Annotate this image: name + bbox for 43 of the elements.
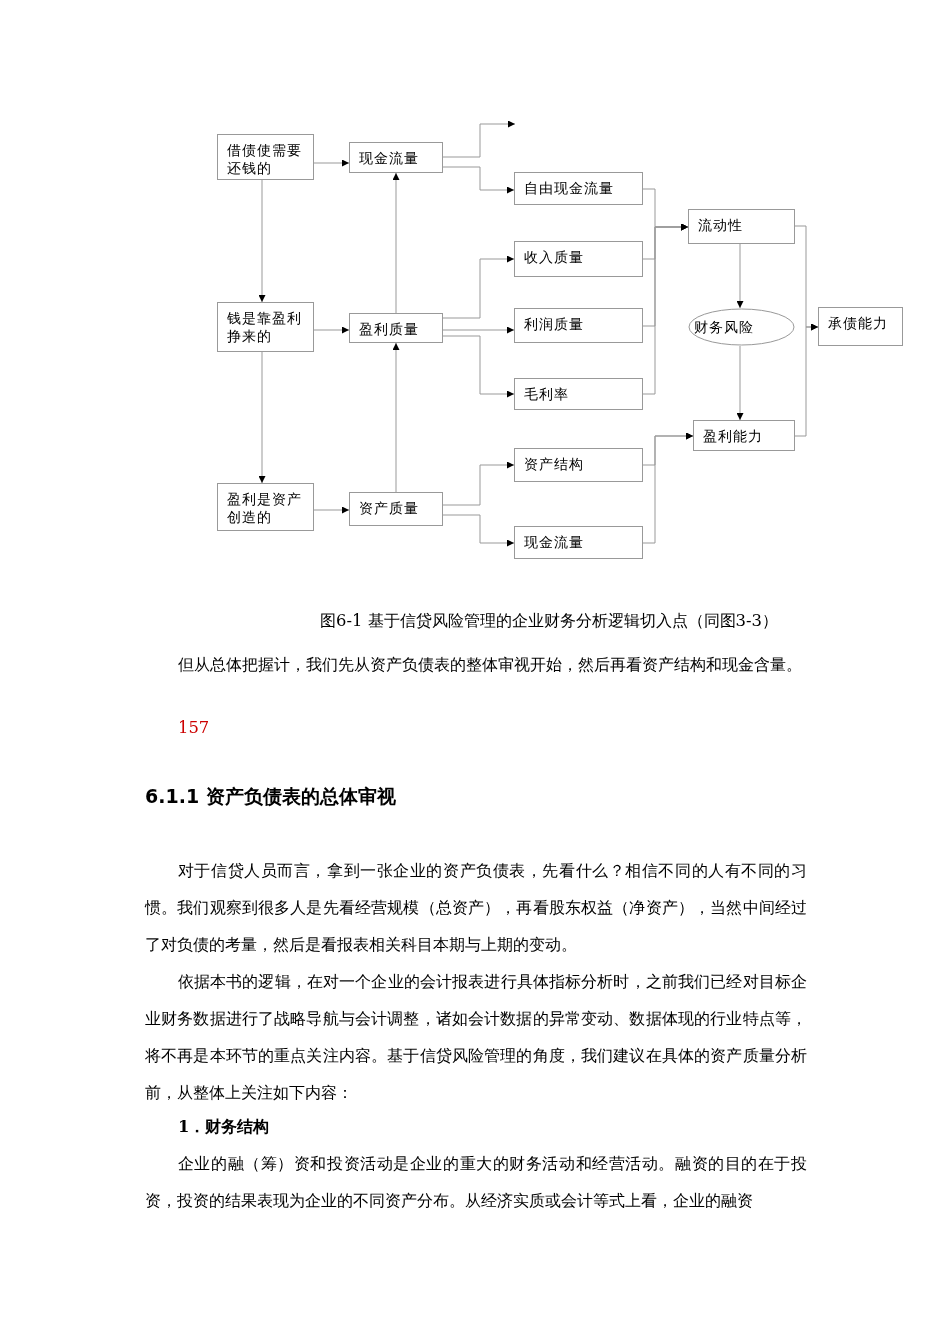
arrow <box>258 351 266 484</box>
text-box: 盈利是资产创造的 <box>217 483 314 531</box>
text-box: 借债使需要还钱的 <box>217 134 314 180</box>
text-box: 流动性 <box>688 209 795 244</box>
arrow <box>442 514 515 547</box>
arrow <box>642 432 694 544</box>
page-number: 157 <box>178 717 210 739</box>
arrow <box>258 179 266 303</box>
paragraph: 企业的融（筹）资和投资活动是企业的重大的财务活动和经营活动。融资的目的在于投资，投资的结果表现为企业的不同资产分布。从经济实质或会计等式上看，企业的融资 <box>145 1153 807 1212</box>
text-box: 盈利质量 <box>349 313 443 343</box>
arrow <box>313 326 350 334</box>
paragraph: 依据本书的逻辑，在对一个企业的会计报表进行具体指标分析时，之前我们已经对目标企业财务数据进行了战略导航与会计调整，诸如会计数据的异常变动、数据体现的行业特点等，将不再是本环节的重点关注内容。基于信贷风险管理的角度，我们建议在具体的资产质量分析前，从整体上关注如下内容： <box>145 971 807 1104</box>
arrow <box>442 120 516 158</box>
arrow <box>442 166 515 194</box>
arrow <box>313 506 350 514</box>
text-box: 利润质量 <box>514 308 643 343</box>
arrow <box>442 326 515 334</box>
text-box: 现金流量 <box>514 526 643 559</box>
paragraph: 但从总体把握计，我们先从资产负债表的整体审视开始，然后再看资产结构和现金含量。 <box>176 654 803 676</box>
arrow <box>392 172 400 314</box>
ellipse-node: 财务风险 <box>688 308 795 346</box>
text-box: 收入质量 <box>514 241 643 277</box>
text-box: 现金流量 <box>349 142 443 173</box>
text-box: 钱是靠盈利挣来的 <box>217 302 314 352</box>
arrow <box>313 159 350 167</box>
paragraph: 对于信贷人员而言，拿到一张企业的资产负债表，先看什么？相信不同的人有不同的习惯。我们观察到很多人是先看经营规模（总资产），再看股东权益（净资产），当然中间经过了对负债的考量，然后是看报表相关科目本期与上期的变动。 <box>145 860 807 956</box>
arrow <box>736 243 744 309</box>
text-box: 盈利能力 <box>693 420 795 451</box>
figure-caption: 图6-1 基于信贷风险管理的企业财务分析逻辑切入点（同图3-3） <box>320 610 778 632</box>
arrow <box>442 461 515 506</box>
text-box: 资产质量 <box>349 492 443 526</box>
subsection-heading: 1．财务结构 <box>178 1116 270 1138</box>
arrow <box>442 335 515 398</box>
text-box: 承债能力 <box>818 307 903 346</box>
arrow <box>442 255 515 319</box>
arrow <box>642 223 689 395</box>
text-box: 自由现金流量 <box>514 172 643 205</box>
text-box: 毛利率 <box>514 378 643 410</box>
arrow <box>736 345 744 421</box>
arrow <box>392 342 400 493</box>
text-box: 资产结构 <box>514 448 643 482</box>
arrow <box>794 323 819 437</box>
section-heading: 6.1.1 资产负债表的总体审视 <box>145 784 397 809</box>
